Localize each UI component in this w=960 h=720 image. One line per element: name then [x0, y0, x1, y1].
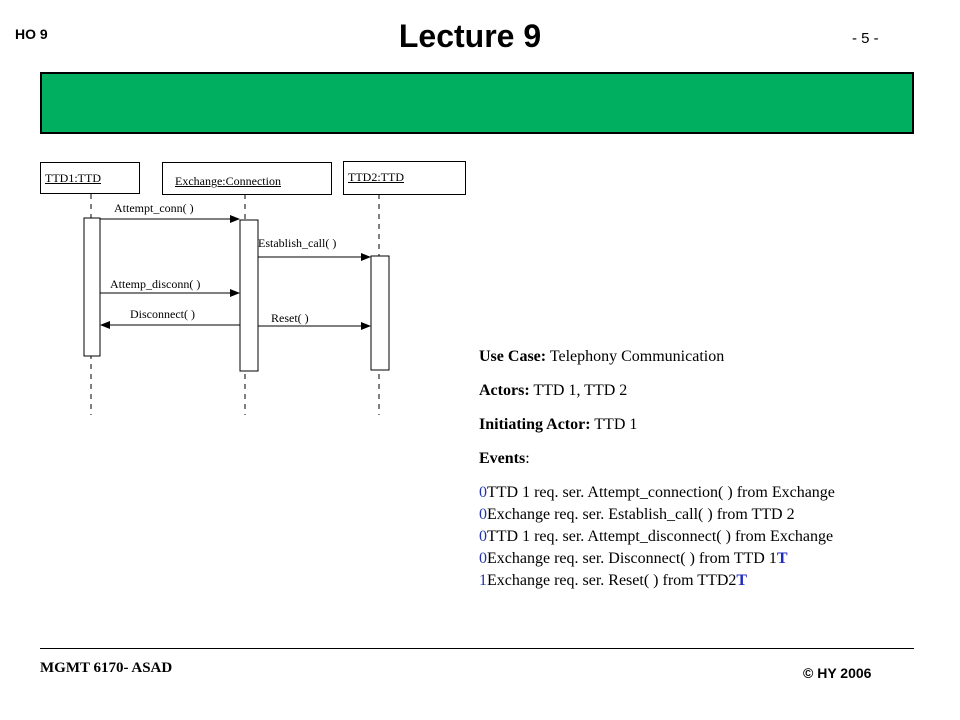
event-prefix: 0	[479, 506, 487, 523]
actors-row: Actors: TTD 1, TTD 2	[479, 380, 939, 402]
events-list: 0TTD 1 req. ser. Attempt_connection( ) f…	[479, 482, 939, 592]
initiating-actor-value: TTD 1	[594, 416, 638, 433]
initiating-actor-row: Initiating Actor: TTD 1	[479, 414, 939, 436]
event-item: 0Exchange req. ser. Establish_call( ) fr…	[479, 504, 939, 526]
event-prefix: 0	[479, 484, 487, 501]
footer-divider	[40, 648, 914, 649]
title-banner	[40, 72, 914, 134]
message-establish-call: Establish_call( )	[258, 236, 337, 250]
event-item: 1Exchange req. ser. Reset( ) from TTD2T	[479, 570, 939, 592]
message-disconnect: Disconnect( )	[130, 307, 195, 321]
event-suffix: T	[776, 550, 788, 567]
event-item: 0TTD 1 req. ser. Attempt_connection( ) f…	[479, 482, 939, 504]
event-text: Exchange req. ser. Establish_call( ) fro…	[487, 506, 795, 523]
actors-value: TTD 1, TTD 2	[533, 382, 628, 399]
event-item: 0Exchange req. ser. Disconnect( ) from T…	[479, 548, 939, 570]
object-ttd2-label: TTD2:TTD	[348, 170, 404, 184]
events-colon: :	[525, 450, 530, 467]
use-case-value: Telephony Communication	[549, 348, 725, 365]
event-text: Exchange req. ser. Disconnect( ) from TT…	[487, 550, 777, 567]
event-prefix: 0	[479, 550, 487, 567]
event-text: TTD 1 req. ser. Attempt_connection( ) fr…	[487, 484, 835, 501]
event-text: Exchange req. ser. Reset( ) from TTD2	[487, 572, 737, 589]
event-prefix: 1	[479, 572, 487, 589]
use-case-label: Use Case:	[479, 348, 547, 365]
activation-ttd2	[370, 255, 390, 371]
activation-exchange	[239, 219, 259, 372]
object-ttd1-label: TTD1:TTD	[45, 171, 101, 185]
use-case-row: Use Case: Telephony Communication	[479, 346, 939, 368]
event-prefix: 0	[479, 528, 487, 545]
page-number: - 5 -	[852, 30, 879, 47]
copyright-notice: © HY 2006	[803, 665, 872, 681]
object-exchange-label: Exchange:Connection	[175, 174, 281, 188]
message-attempt-conn: Attempt_conn( )	[114, 201, 194, 215]
course-code: MGMT 6170- ASAD	[40, 660, 173, 676]
message-attemp-disconn: Attemp_disconn( )	[110, 277, 201, 291]
object-ttd1: TTD1:TTD	[40, 162, 140, 194]
event-suffix: T	[736, 572, 748, 589]
object-exchange: Exchange:Connection	[162, 162, 332, 195]
actors-label: Actors:	[479, 382, 530, 399]
object-ttd2: TTD2:TTD	[343, 161, 466, 195]
handout-number: HO 9	[15, 26, 48, 42]
message-reset: Reset( )	[271, 311, 309, 325]
page-title: Lecture 9	[398, 18, 542, 54]
events-label: Events	[479, 450, 526, 467]
use-case-description: Use Case: Telephony Communication Actors…	[479, 346, 939, 592]
event-text: TTD 1 req. ser. Attempt_disconnect( ) fr…	[487, 528, 834, 545]
event-item: 0TTD 1 req. ser. Attempt_disconnect( ) f…	[479, 526, 939, 548]
activation-ttd1	[83, 217, 101, 357]
events-heading: Events:	[479, 448, 939, 470]
initiating-actor-label: Initiating Actor:	[479, 416, 591, 433]
